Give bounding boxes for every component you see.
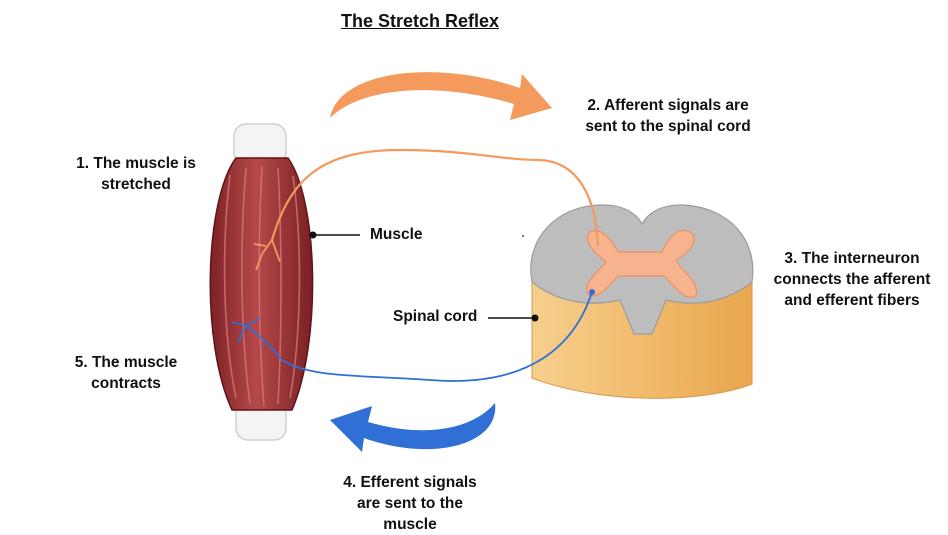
interneuron-dot: [589, 289, 595, 295]
stray-dot: [522, 235, 524, 237]
muscle-callout-label: Muscle: [370, 226, 423, 244]
efferent-arrow: [330, 403, 495, 452]
callout-muscle-line: [310, 232, 361, 239]
callout-spinal-cord-line: [488, 315, 539, 322]
diagram-title: The Stretch Reflex: [0, 11, 840, 32]
spinal-cord-callout-label: Spinal cord: [393, 308, 477, 326]
afferent-arrow: [330, 72, 552, 120]
